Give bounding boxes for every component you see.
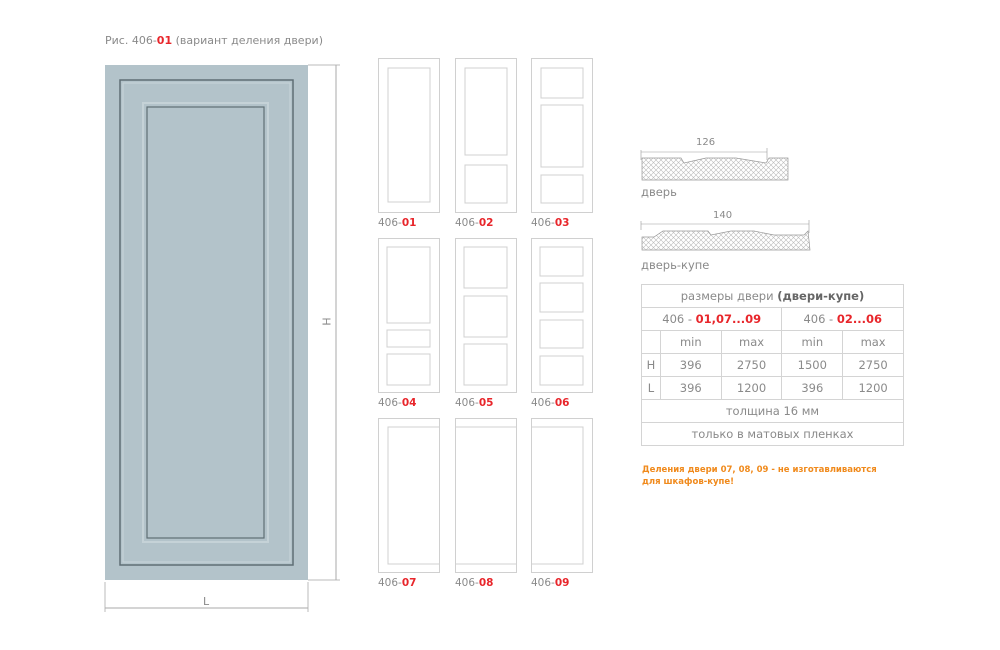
figure-caption: Рис. 406-01 (вариант деления двери) bbox=[105, 34, 323, 47]
variant-thumb-08[interactable] bbox=[455, 418, 517, 573]
caption-prefix: Рис. 406- bbox=[105, 34, 157, 47]
caption-suffix: (вариант деления двери) bbox=[172, 34, 323, 47]
profile-label-door: дверь bbox=[641, 185, 677, 199]
variant-label-07: 406-07 bbox=[378, 577, 417, 589]
finish-row: только в матовых пленках bbox=[641, 422, 904, 446]
variant-label-01: 406-01 bbox=[378, 217, 417, 229]
height-label: H bbox=[319, 317, 333, 326]
variant-thumb-02[interactable] bbox=[455, 58, 517, 213]
sliding-door-profile bbox=[640, 220, 811, 251]
door-outer bbox=[105, 65, 308, 580]
variant-label-08: 406-08 bbox=[455, 577, 494, 589]
door-frame bbox=[119, 79, 294, 566]
variant-label-09: 406-09 bbox=[531, 577, 570, 589]
variant-thumb-04[interactable] bbox=[378, 238, 440, 393]
width-label: L bbox=[203, 595, 210, 608]
table-title: размеры двери (двери-купе) bbox=[641, 284, 904, 308]
variant-label-03: 406-03 bbox=[531, 217, 570, 229]
thickness-row: толщина 16 мм bbox=[641, 399, 904, 423]
variant-label-06: 406-06 bbox=[531, 397, 570, 409]
group-header-2: 406 - 02...06 bbox=[781, 307, 904, 331]
variant-label-04: 406-04 bbox=[378, 397, 417, 409]
variant-thumb-06[interactable] bbox=[531, 238, 593, 393]
warning-note: Деления двери 07, 08, 09 - не изготавлив… bbox=[642, 465, 877, 487]
group-header-1: 406 - 01,07...09 bbox=[640, 307, 783, 331]
variant-thumb-05[interactable] bbox=[455, 238, 517, 393]
variant-thumb-01[interactable] bbox=[378, 58, 440, 213]
profile-width-140: 140 bbox=[713, 210, 733, 221]
variant-thumb-07[interactable] bbox=[378, 418, 440, 573]
door-panel bbox=[142, 102, 269, 543]
door-profile bbox=[640, 148, 789, 181]
variant-label-02: 406-02 bbox=[455, 217, 494, 229]
profile-label-sliding-door: дверь-купе bbox=[641, 258, 710, 272]
profile-width-126: 126 bbox=[696, 137, 716, 148]
sizes-table: размеры двери (двери-купе) 406 - 01,07..… bbox=[640, 284, 904, 446]
variant-label-05: 406-05 bbox=[455, 397, 494, 409]
door-drawing bbox=[104, 64, 340, 612]
caption-number: 01 bbox=[156, 34, 173, 47]
variant-thumb-03[interactable] bbox=[531, 58, 593, 213]
profile-drawings bbox=[640, 148, 811, 251]
variant-thumb-09[interactable] bbox=[531, 418, 593, 573]
